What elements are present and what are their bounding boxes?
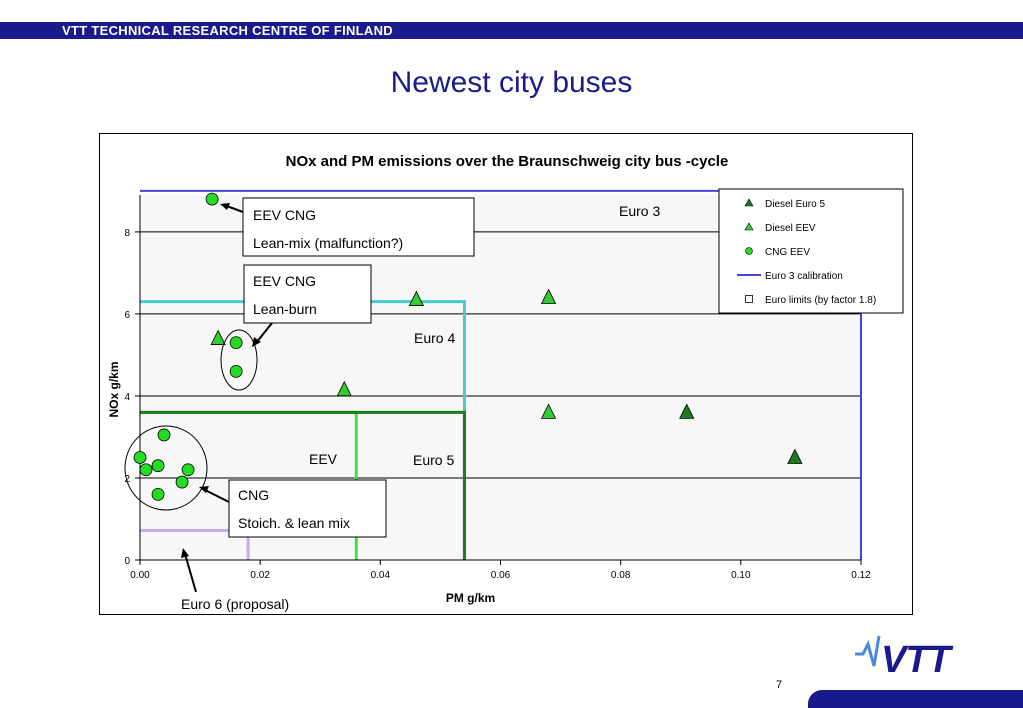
point-diesel-eev-1 bbox=[336, 380, 352, 397]
y-tick-label-4: 4 bbox=[124, 392, 130, 403]
footer-bar bbox=[808, 690, 1023, 708]
point-diesel-eev-2 bbox=[408, 290, 425, 306]
arrow-lean-burn bbox=[255, 322, 273, 344]
point-cng-eev-0 bbox=[205, 192, 219, 206]
arrowhead-stoich bbox=[199, 486, 209, 493]
x-tick-label-0.00: 0.00 bbox=[130, 570, 150, 581]
point-cng-eev-7 bbox=[151, 487, 165, 501]
legend-euro-limits-by-factor-1-8--marker bbox=[745, 295, 753, 303]
y-tick-label-8: 8 bbox=[124, 228, 130, 239]
point-diesel-eev-4 bbox=[540, 403, 557, 419]
region-label-euro4: Euro 4 bbox=[414, 330, 455, 346]
legend-euro-3-calibration-label: Euro 3 calibration bbox=[765, 271, 843, 282]
header-text: VTT TECHNICAL RESEARCH CENTRE OF FINLAND bbox=[62, 23, 393, 38]
euro6-label: Euro 6 (proposal) bbox=[181, 596, 289, 612]
page-number: 7 bbox=[776, 679, 783, 691]
x-tick-label-0.02: 0.02 bbox=[250, 570, 270, 581]
point-cng-eev-2 bbox=[229, 364, 243, 378]
point-diesel-eev-3 bbox=[540, 288, 557, 304]
callout-box-lean-burn bbox=[243, 264, 372, 324]
legend-diesel-eev-label: Diesel EEV bbox=[765, 223, 816, 234]
point-diesel-euro-5-1 bbox=[787, 448, 803, 464]
arrowhead-lean-mix bbox=[220, 203, 230, 210]
x-tick-label-0.04: 0.04 bbox=[371, 570, 391, 581]
legend-diesel-eev-marker bbox=[744, 222, 754, 231]
y-tick-label-0: 0 bbox=[124, 556, 130, 567]
arrow-stoich bbox=[202, 488, 230, 503]
y-tick-label-6: 6 bbox=[124, 310, 130, 321]
point-diesel-eev-0 bbox=[210, 329, 226, 345]
legend-cng-eev-label: CNG EEV bbox=[765, 247, 810, 258]
callout-lean-mix-line1: EEV CNG bbox=[253, 207, 316, 223]
x-tick-label-0.10: 0.10 bbox=[731, 570, 751, 581]
callout-lean-burn-line1: EEV CNG bbox=[253, 273, 316, 289]
chart-frame: NOx and PM emissions over the Braunschwe… bbox=[99, 133, 913, 615]
callout-lean-mix-line2: Lean-mix (malfunction?) bbox=[253, 235, 403, 251]
cluster-ellipse-stoich bbox=[124, 425, 208, 511]
callout-lean-burn-line2: Lean-burn bbox=[253, 301, 317, 317]
y-axis-label: NOx g/km bbox=[107, 361, 121, 417]
header-bar: VTT TECHNICAL RESEARCH CENTRE OF FINLAND bbox=[0, 22, 1023, 39]
y-tick-label-2: 2 bbox=[124, 474, 130, 485]
logo-text: VTT bbox=[881, 639, 954, 680]
arrow-euro6 bbox=[184, 553, 197, 593]
point-cng-eev-8 bbox=[175, 475, 189, 489]
callout-stoich-line2: Stoich. & lean mix bbox=[238, 515, 350, 531]
point-cng-eev-9 bbox=[181, 463, 195, 477]
logo-wave-icon bbox=[855, 635, 881, 667]
arrowhead-lean-burn bbox=[252, 337, 261, 347]
point-diesel-euro-5-0 bbox=[679, 403, 695, 419]
legend-diesel-euro-5-marker bbox=[744, 198, 754, 207]
region-label-euro3: Euro 3 bbox=[619, 203, 660, 219]
x-tick-label-0.06: 0.06 bbox=[491, 570, 511, 581]
limit-line-euro-5 bbox=[140, 410, 466, 560]
point-cng-eev-1 bbox=[229, 336, 243, 350]
chart-svg: NOx and PM emissions over the Braunschwe… bbox=[107, 153, 904, 612]
region-label-euro5: Euro 5 bbox=[413, 452, 454, 468]
chart-title: NOx and PM emissions over the Braunschwe… bbox=[286, 153, 729, 170]
legend-cng-eev-marker bbox=[745, 247, 753, 255]
point-cng-eev-5 bbox=[151, 459, 165, 473]
callout-stoich-line1: CNG bbox=[238, 487, 269, 503]
x-tick-label-0.08: 0.08 bbox=[611, 570, 631, 581]
x-tick-label-0.12: 0.12 bbox=[851, 570, 871, 581]
callout-box-stoich bbox=[228, 479, 387, 538]
slide-title: Newest city buses bbox=[390, 66, 633, 99]
point-cng-eev-4 bbox=[139, 463, 153, 477]
arrowhead-euro6 bbox=[181, 548, 189, 558]
vtt-logo: VTT bbox=[855, 632, 980, 685]
point-cng-eev-6 bbox=[157, 428, 171, 442]
point-cng-eev-3 bbox=[133, 451, 147, 464]
cluster-ellipse-lean-burn bbox=[220, 329, 258, 391]
legend-diesel-euro-5-label: Diesel Euro 5 bbox=[765, 199, 825, 210]
x-axis-label: PM g/km bbox=[446, 591, 495, 605]
callout-box-lean-mix bbox=[242, 197, 475, 257]
legend-euro-limits-by-factor-1-8--label: Euro limits (by factor 1.8) bbox=[765, 295, 876, 306]
region-label-eev: EEV bbox=[309, 451, 338, 467]
